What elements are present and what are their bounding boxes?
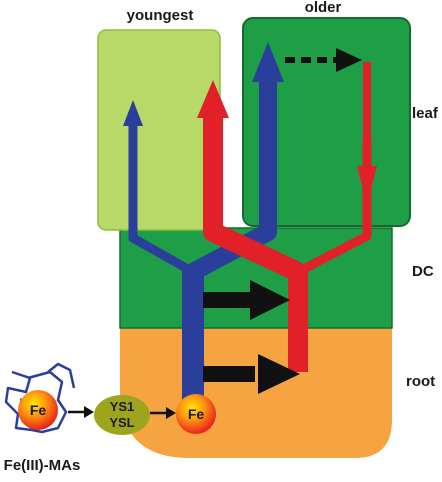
blue-arrowhead-older xyxy=(252,42,284,82)
fe-free-atom xyxy=(176,394,216,434)
blue-arrowhead-youngest xyxy=(123,100,143,126)
ys1-ysl-transporter xyxy=(94,395,150,435)
red-arrowhead-youngest xyxy=(197,80,229,118)
fe-complex-atom xyxy=(18,390,58,430)
label-dc: DC xyxy=(412,263,434,280)
uptake-arrowhead xyxy=(84,406,94,418)
transport-arrowhead xyxy=(166,407,176,419)
label-root: root xyxy=(406,373,435,390)
fe-free-text: Fe xyxy=(188,406,205,422)
transporter-label-1: YS1 xyxy=(110,399,135,414)
label-fe-mas: Fe(III)-MAs xyxy=(4,457,81,474)
fe-mas-complex: Fe xyxy=(4,362,76,434)
transfer-arrow-root xyxy=(203,354,300,394)
fe-complex-text: Fe xyxy=(30,402,47,418)
dashed-arrowhead xyxy=(336,48,362,72)
label-older: older xyxy=(305,0,342,16)
label-leaf: leaf xyxy=(412,105,439,122)
transporter-label-2: YSL xyxy=(109,415,134,430)
youngest-leaf xyxy=(97,29,221,231)
red-top-stub xyxy=(363,62,371,142)
red-arrowhead-down xyxy=(357,166,377,205)
blue-path xyxy=(128,70,277,410)
label-youngest: youngest xyxy=(127,7,194,24)
transfer-arrow-dc xyxy=(203,280,290,320)
root-region xyxy=(120,326,392,458)
